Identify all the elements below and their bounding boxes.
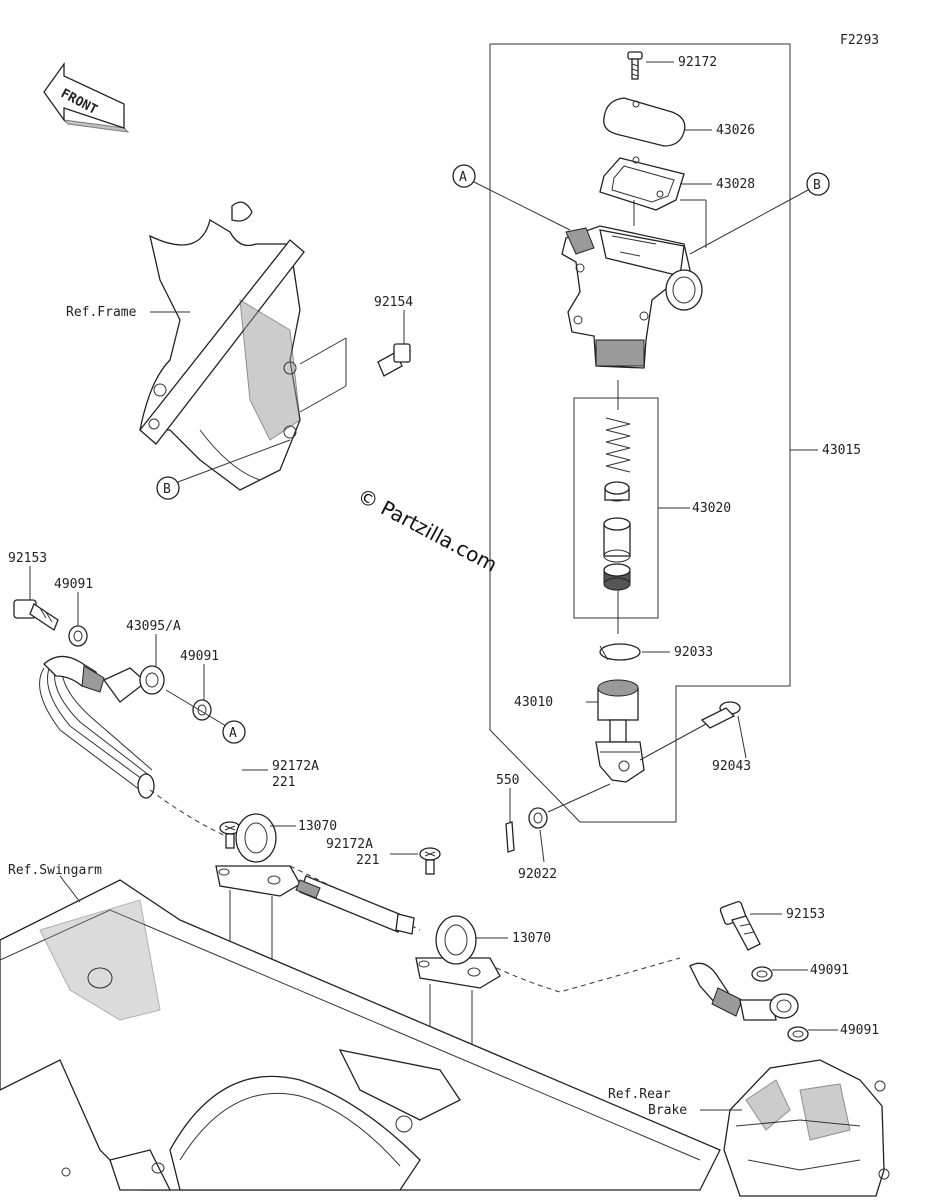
screw-92172A-2-icon <box>419 847 441 875</box>
callout-b-top <box>806 172 830 196</box>
ref-frame-label: Ref.Frame <box>66 305 137 320</box>
screw-92172A-1-icon <box>219 821 241 849</box>
label-92022: 92022 <box>518 867 557 882</box>
label-221-1: 221 <box>272 775 295 790</box>
rear-brake-caliper-icon <box>723 1059 890 1197</box>
piston-cup-icon <box>604 481 630 502</box>
clamp-13070-2-icon <box>415 915 501 989</box>
label-49091-d: 49091 <box>840 1023 879 1038</box>
label-92033: 92033 <box>674 645 713 660</box>
callout-a-top <box>452 164 476 188</box>
banjo-bolt-92153-top-icon <box>13 599 59 631</box>
label-92172A-2: 92172A <box>326 837 373 852</box>
label-92172A-1: 92172A <box>272 759 319 774</box>
washer-49091-d-icon <box>787 1026 809 1042</box>
bolt-92172-icon <box>627 51 643 80</box>
label-221-2: 221 <box>356 853 379 868</box>
label-49091-c: 49091 <box>810 963 849 978</box>
circlip-92033-icon <box>599 643 641 661</box>
label-49091-a: 49091 <box>54 577 93 592</box>
callout-b-frame <box>156 476 180 500</box>
washer-49091-a-icon <box>68 625 88 647</box>
spring-icon <box>605 417 631 473</box>
pipe-segment-icon <box>295 875 415 935</box>
bolt-92154-icon <box>377 343 411 377</box>
label-92153-top: 92153 <box>8 551 47 566</box>
hose-end-fitting-icon <box>689 962 799 1021</box>
callout-a-hose-label: A <box>229 726 237 741</box>
pin-92043-icon <box>700 701 741 729</box>
label-92153-bottom: 92153 <box>786 907 825 922</box>
brake-hose-43095A-icon <box>39 655 165 799</box>
banjo-bolt-92153-bottom-icon <box>719 900 761 951</box>
ref-swingarm-label: Ref.Swingarm <box>8 863 102 878</box>
frame-bracket-icon <box>139 201 305 491</box>
master-cylinder-body-icon <box>561 199 707 369</box>
label-550: 550 <box>496 773 519 788</box>
washer-92022-icon <box>528 807 548 829</box>
kit-outline-43020 <box>573 397 659 619</box>
figure-code: F2293 <box>840 33 879 48</box>
label-92043: 92043 <box>712 759 751 774</box>
callout-a-top-label: A <box>459 170 467 185</box>
callout-b-frame-label: B <box>163 482 171 497</box>
cotter-pin-550-icon <box>505 821 515 853</box>
label-92154: 92154 <box>374 295 413 310</box>
label-43020: 43020 <box>692 501 731 516</box>
piston-seal-icon <box>603 563 631 591</box>
label-13070-2: 13070 <box>512 931 551 946</box>
watermark: © Partzilla.com <box>354 483 502 577</box>
washer-49091-b-icon <box>192 699 212 721</box>
label-43010: 43010 <box>514 695 553 710</box>
reservoir-cap-43026-icon <box>603 97 686 147</box>
piston-icon <box>603 517 631 563</box>
callout-a-hose <box>222 720 246 744</box>
label-43015: 43015 <box>822 443 861 458</box>
push-rod-43010-icon <box>595 679 645 783</box>
front-arrow-icon: FRONT <box>43 61 130 133</box>
clamp-13070-1-icon <box>215 813 301 897</box>
label-43028: 43028 <box>716 177 755 192</box>
label-49091-b: 49091 <box>180 649 219 664</box>
callout-b-top-label: B <box>813 178 821 193</box>
washer-49091-c-icon <box>751 966 773 982</box>
label-92172: 92172 <box>678 55 717 70</box>
assembly-outline-43015 <box>489 43 791 823</box>
label-43026: 43026 <box>716 123 755 138</box>
swingarm-icon <box>0 879 721 1191</box>
diaphragm-43028-icon <box>599 156 685 211</box>
ref-rear-brake-label-1: Ref.Rear <box>608 1087 671 1102</box>
label-43095A: 43095/A <box>126 619 181 634</box>
ref-rear-brake-label-2: Brake <box>648 1103 687 1118</box>
label-13070-1: 13070 <box>298 819 337 834</box>
